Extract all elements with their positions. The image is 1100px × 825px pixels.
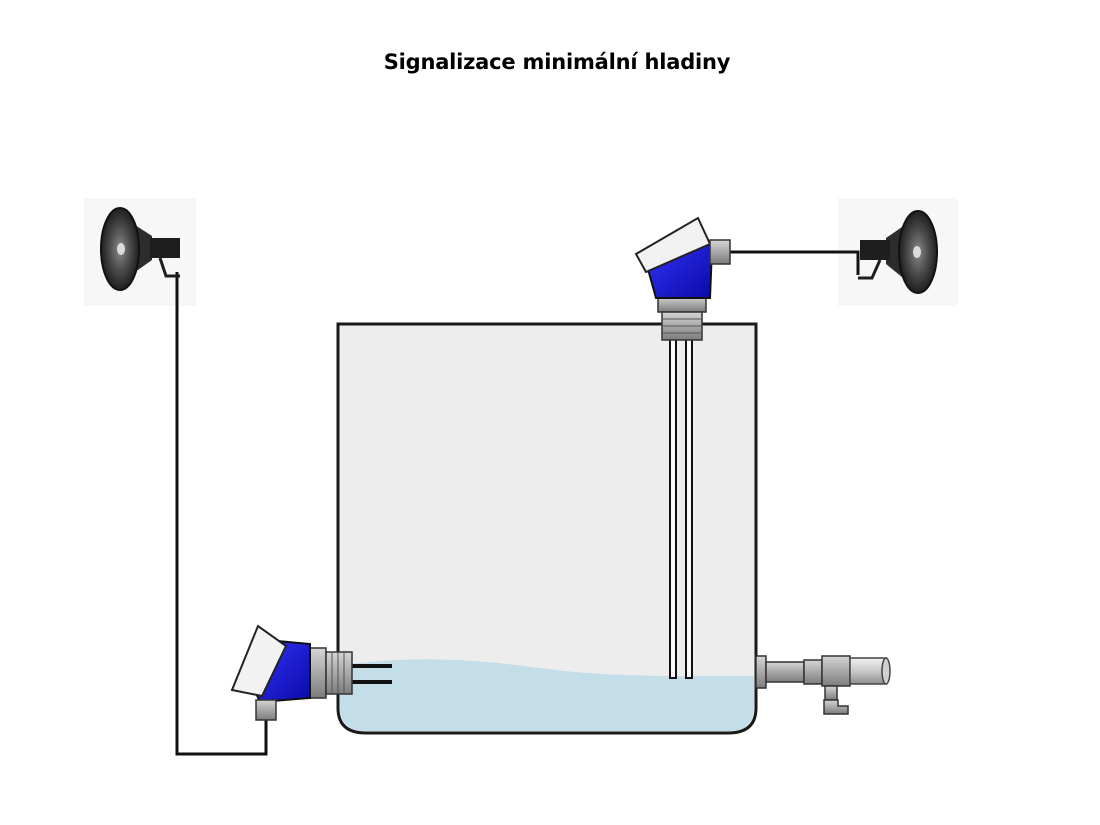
outlet-pipe <box>755 655 891 715</box>
horn-right <box>858 210 938 294</box>
level-sensor-side <box>230 624 353 721</box>
diagram-title: Signalizace minimální hladiny <box>383 50 731 74</box>
side-probes <box>352 664 392 684</box>
tank <box>336 322 758 735</box>
wire-right <box>728 250 860 275</box>
water <box>340 659 754 731</box>
wire-left <box>175 272 268 756</box>
horn-left <box>100 207 180 291</box>
level-sensor-top <box>634 216 731 341</box>
